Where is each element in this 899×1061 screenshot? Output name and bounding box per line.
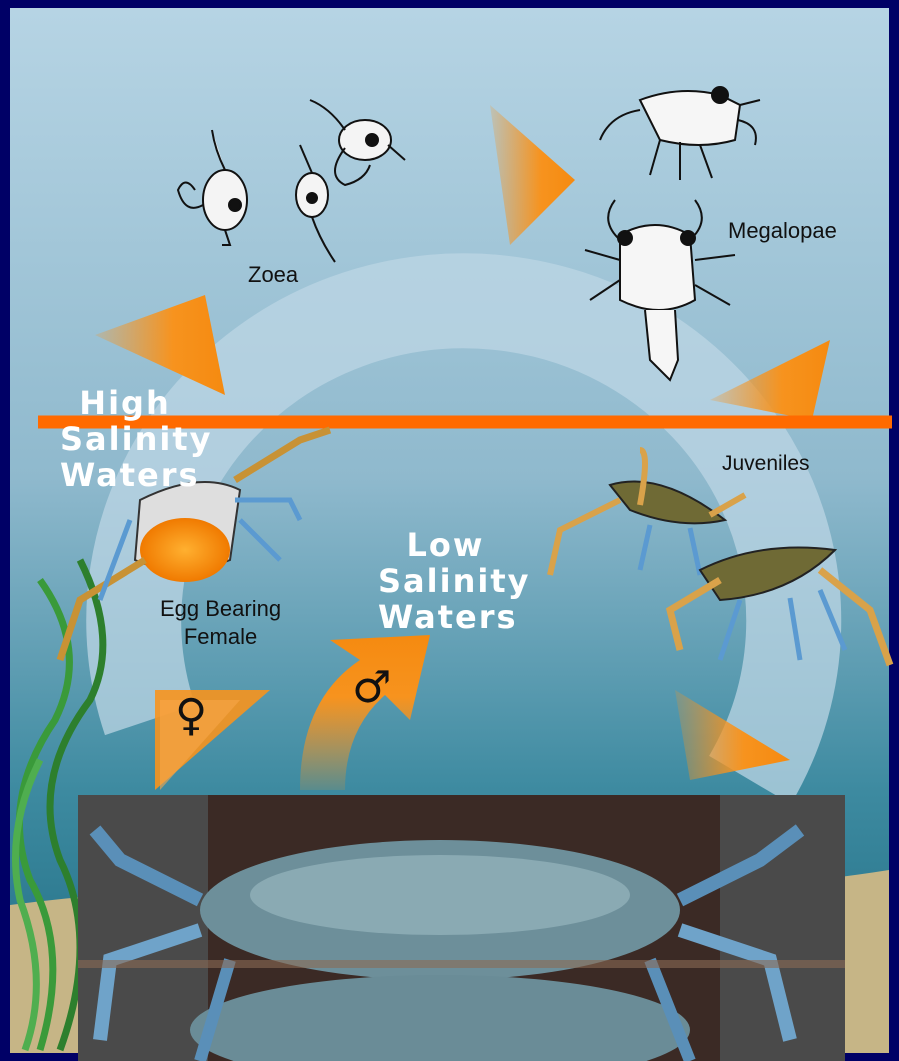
high-salinity-line3: Waters [60,457,190,493]
zoea-label: Zoea [248,262,298,288]
juveniles-label: Juveniles [722,452,810,476]
female-symbol-icon: ♀ [175,690,207,741]
low-salinity-line1: Low [378,527,513,563]
egg-bearing-label-line2: Female [160,623,281,651]
blue-crab-photo [78,795,845,1061]
megalopae-label: Megalopae [728,218,837,244]
high-salinity-line2: Salinity [60,421,190,457]
low-salinity-line2: Salinity [378,563,513,599]
male-symbol-icon: ♂ [352,662,391,713]
high-salinity-label: High Salinity Waters [60,385,190,493]
egg-bearing-female-label: Egg Bearing Female [160,595,281,651]
high-salinity-line1: High [60,385,190,421]
egg-bearing-label-line1: Egg Bearing [160,595,281,623]
low-salinity-label: Low Salinity Waters [378,527,513,635]
low-salinity-line3: Waters [378,599,513,635]
